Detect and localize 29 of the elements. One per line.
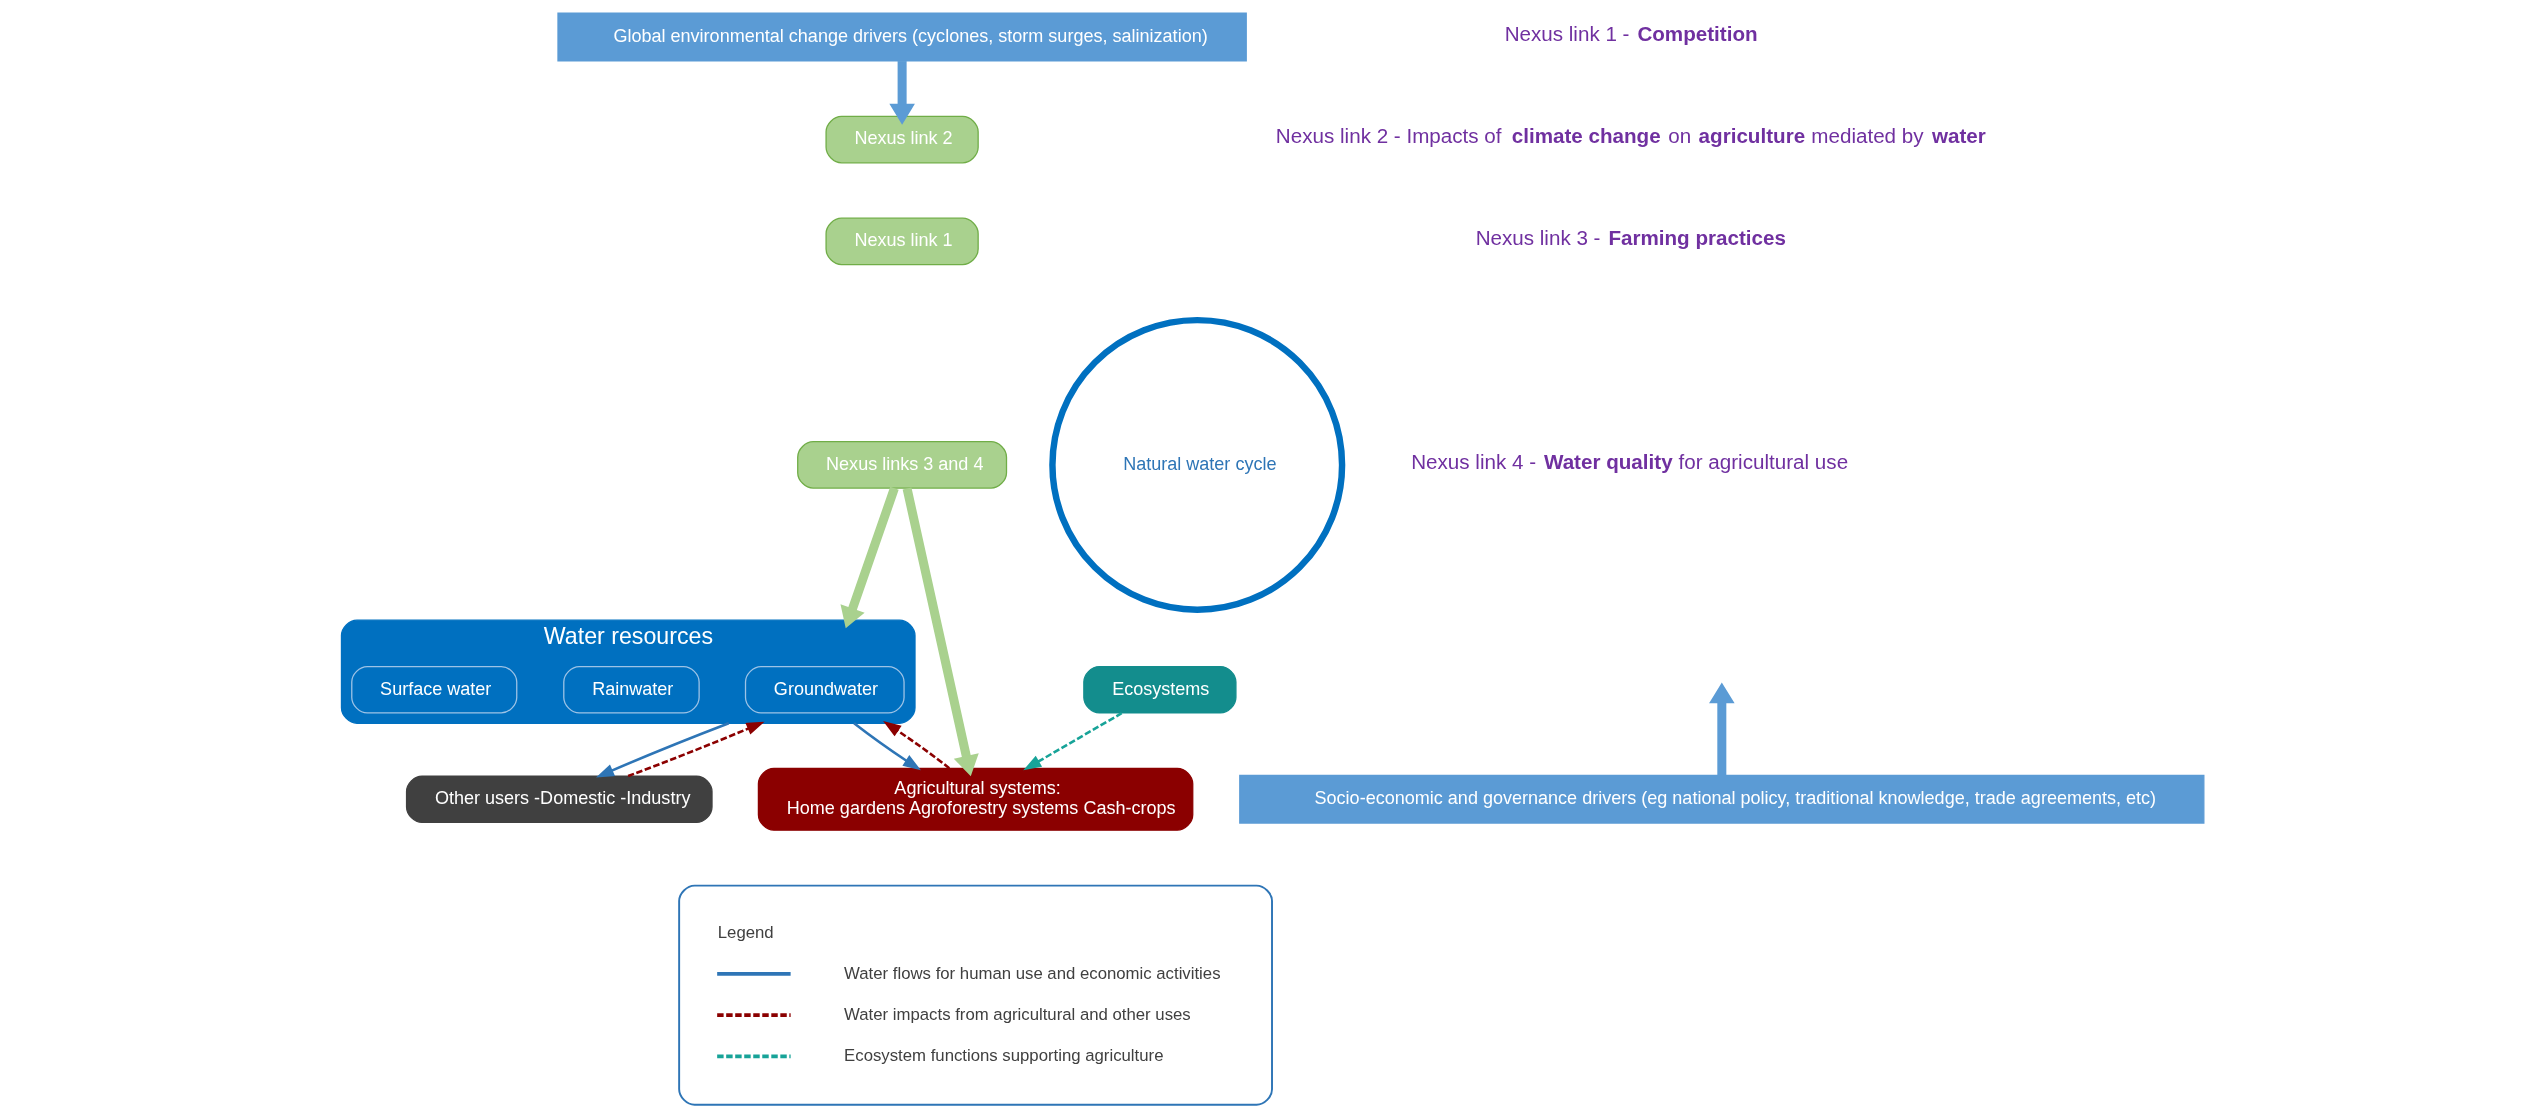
label: Nexus link 3 - Farming practices: [1475, 226, 1786, 249]
label: Nexus link 2 - Impacts of climate change on agriculture mediated by water: [1275, 124, 1986, 148]
node-box: Socio-economic and governance drivers (eg national policy, traditional knowledge, trade agreements, etc): [1238, 774, 2204, 824]
node-box: Global environmental change drivers (cyclones, storm surges, salinization): [556, 12, 1247, 62]
arrow: [888, 61, 915, 125]
arrow: [1022, 712, 1122, 771]
label: Nexus link 4 - Water quality for agricultural use: [1410, 449, 1848, 473]
node-box: Rainwater: [562, 665, 700, 714]
arrow: [595, 722, 729, 778]
node-box: Nexus link 2: [824, 115, 979, 164]
arrow: [852, 722, 921, 771]
legend-label: Water impacts from agricultural and other uses: [843, 1005, 1191, 1025]
node-circle: Natural water cycle: [1048, 316, 1345, 613]
node-box: Ecosystems: [1082, 665, 1237, 714]
legend-label: Water flows for human use and economic activities: [843, 963, 1221, 983]
arrow: [882, 721, 950, 770]
node-box: Nexus link 1: [824, 217, 979, 266]
node-box: Surface water: [350, 665, 517, 714]
node-box: Other users -Domestic -Industry: [405, 775, 713, 824]
node-box: Groundwater: [744, 665, 905, 714]
arrow: [902, 487, 979, 777]
node-box: Agricultural systems: Home gardens Agroforestry systems Cash-crops: [757, 767, 1193, 831]
arrow: [627, 721, 765, 778]
node-box: Nexus links 3 and 4: [796, 441, 1007, 489]
arrow: [1708, 682, 1735, 776]
label: Nexus link 1 - Competition: [1504, 21, 1758, 45]
arrow: [840, 486, 899, 629]
legend-label: Ecosystem functions supporting agriculture: [843, 1046, 1163, 1066]
label: Legend: [717, 922, 774, 942]
